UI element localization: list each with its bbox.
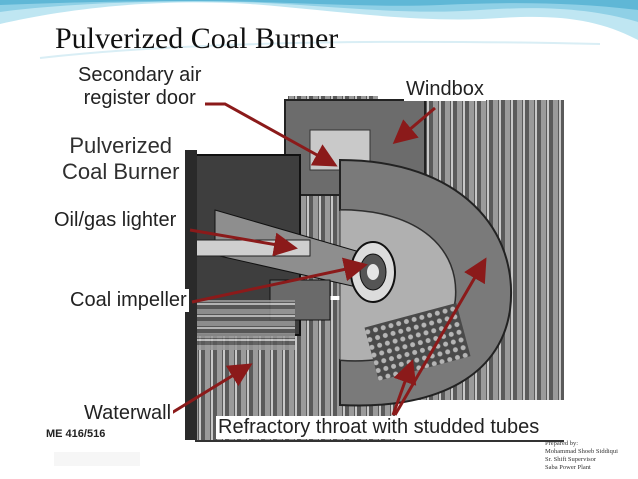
- label-refractory-throat: Refractory throat with studded tubes: [216, 416, 542, 439]
- arrow-oil-gas-lighter: [189, 228, 298, 257]
- burner-figure: Secondary air register door Windbox Pulv…: [40, 60, 564, 442]
- header-wave-decoration: [0, 0, 638, 59]
- arrow-throat-1: [391, 359, 417, 416]
- credits-block: Prepared by: Mohammad Shoeb Siddiqui Sr.…: [545, 440, 637, 472]
- credits-line: Mohammad Shoeb Siddiqui: [545, 448, 618, 455]
- burner-illustration: [159, 96, 564, 442]
- arrow-throat-2: [393, 257, 487, 416]
- course-code: ME 416/516: [46, 428, 106, 440]
- label-secondary-air: Secondary air register door: [76, 64, 204, 110]
- credits-line: Prepared by:: [545, 440, 579, 447]
- arrow-secondary-air: [205, 102, 338, 167]
- figure-heading: Pulverized Coal Burner: [60, 133, 182, 185]
- lower-tube-bank: [195, 300, 295, 350]
- credits-line: Saba Power Plant: [545, 464, 591, 471]
- label-windbox: Windbox: [404, 78, 486, 101]
- label-secondary-air-line-2: register door: [83, 87, 196, 109]
- label-oil-gas-lighter: Oil/gas lighter: [52, 209, 179, 232]
- label-secondary-air-line-1: Secondary air: [78, 64, 202, 86]
- label-coal-impeller: Coal impeller: [68, 289, 189, 312]
- leader-arrows: [159, 102, 487, 422]
- base-line: [195, 440, 564, 442]
- lighter-nozzle: [367, 264, 379, 280]
- arrow-waterwall: [159, 363, 253, 422]
- front-wall: [185, 150, 197, 440]
- label-waterwall: Waterwall: [82, 402, 174, 425]
- studded-tubes: [364, 302, 471, 381]
- figure-heading-line-1: Pulverized: [69, 133, 173, 158]
- footer-placeholder: [54, 452, 140, 466]
- arrow-coal-impeller: [191, 257, 368, 304]
- arrow-windbox: [392, 106, 436, 144]
- slide-title: Pulverized Coal Burner: [55, 22, 339, 55]
- credits-line: Sr. Shift Supervisor: [545, 456, 597, 463]
- figure-heading-line-2: Coal Burner: [62, 159, 180, 184]
